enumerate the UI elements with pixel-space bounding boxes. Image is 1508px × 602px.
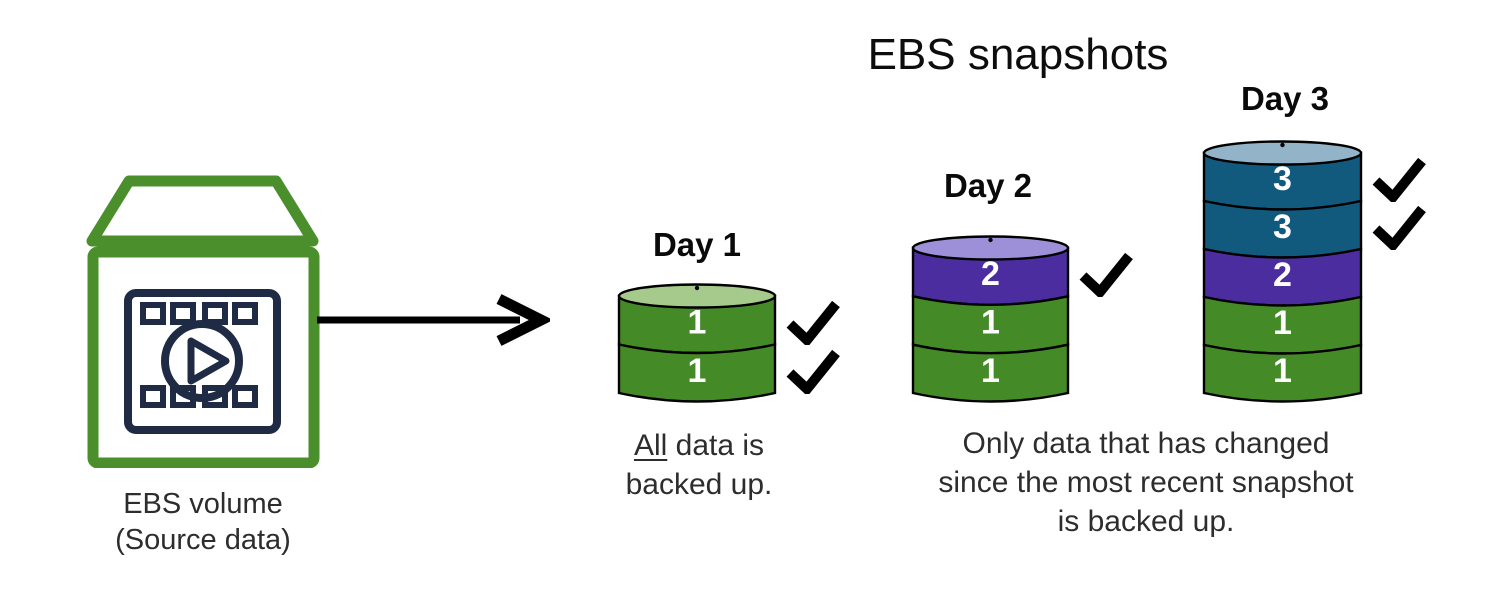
snapshot-segment	[617, 343, 777, 403]
volume-lid-shape	[86, 175, 319, 247]
volume-box-shape	[87, 246, 320, 468]
cylinder-top-notch	[694, 285, 700, 291]
media-film-icon	[124, 289, 281, 434]
segment-number: 1	[688, 352, 707, 390]
caption-full-backup-line2: backed up.	[625, 468, 773, 501]
segment-number: 1	[981, 352, 1000, 390]
diagram-title: EBS snapshots	[867, 30, 1169, 79]
caption-full-backup: All data is backed up.	[559, 426, 839, 504]
stack-label-day2: Day 2	[943, 167, 1033, 204]
check-icon	[1371, 156, 1427, 207]
right-arrow-icon	[317, 294, 550, 346]
segment-number: 1	[688, 303, 707, 341]
snapshot-cylinder: 3 3 2 1 1	[1200, 135, 1365, 414]
source-volume-label-line2: (Source data)	[115, 524, 291, 556]
segment-number: 1	[1273, 352, 1292, 390]
cylinder-top-ellipse	[617, 283, 777, 309]
segment-number: 1	[1273, 304, 1292, 342]
caption-incremental-line2: since the most recent snapshot	[938, 466, 1354, 499]
caption-incremental-line1: Only data that has changed	[962, 427, 1330, 460]
check-icon	[785, 348, 841, 399]
play-triangle-icon	[187, 337, 230, 385]
check-icon	[785, 299, 841, 350]
check-icon	[1078, 251, 1134, 302]
stack-label-day3: Day 3	[1240, 80, 1330, 117]
cylinder-top-ellipse	[1202, 140, 1362, 166]
caption-incremental-backup: Only data that has changed since the mos…	[886, 424, 1406, 541]
segment-number: 3	[1273, 208, 1292, 246]
stack-label-day1: Day 1	[652, 226, 742, 263]
segment-number: 1	[981, 304, 1000, 342]
snapshot-segment	[911, 343, 1069, 403]
caption-incremental-line3: is backed up.	[1057, 505, 1235, 538]
segment-number: 2	[981, 255, 1000, 293]
source-volume-label: EBS volume (Source data)	[85, 486, 321, 558]
caption-full-backup-line1: All data is	[633, 429, 765, 462]
underlined-word: All	[633, 429, 668, 462]
cylinder-top-notch	[987, 237, 993, 243]
snapshot-cylinder: 2 1 1	[909, 230, 1072, 414]
ebs-volume-media-icon	[86, 175, 320, 468]
snapshot-segment	[1202, 343, 1362, 403]
cylinder-top-ellipse	[911, 235, 1069, 261]
play-circle-icon	[161, 320, 243, 402]
segment-number: 3	[1273, 160, 1292, 198]
segment-number: 2	[1273, 256, 1292, 294]
check-icon	[1371, 204, 1427, 255]
cylinder-top-notch	[1279, 142, 1285, 148]
source-volume-label-line1: EBS volume	[123, 488, 283, 520]
